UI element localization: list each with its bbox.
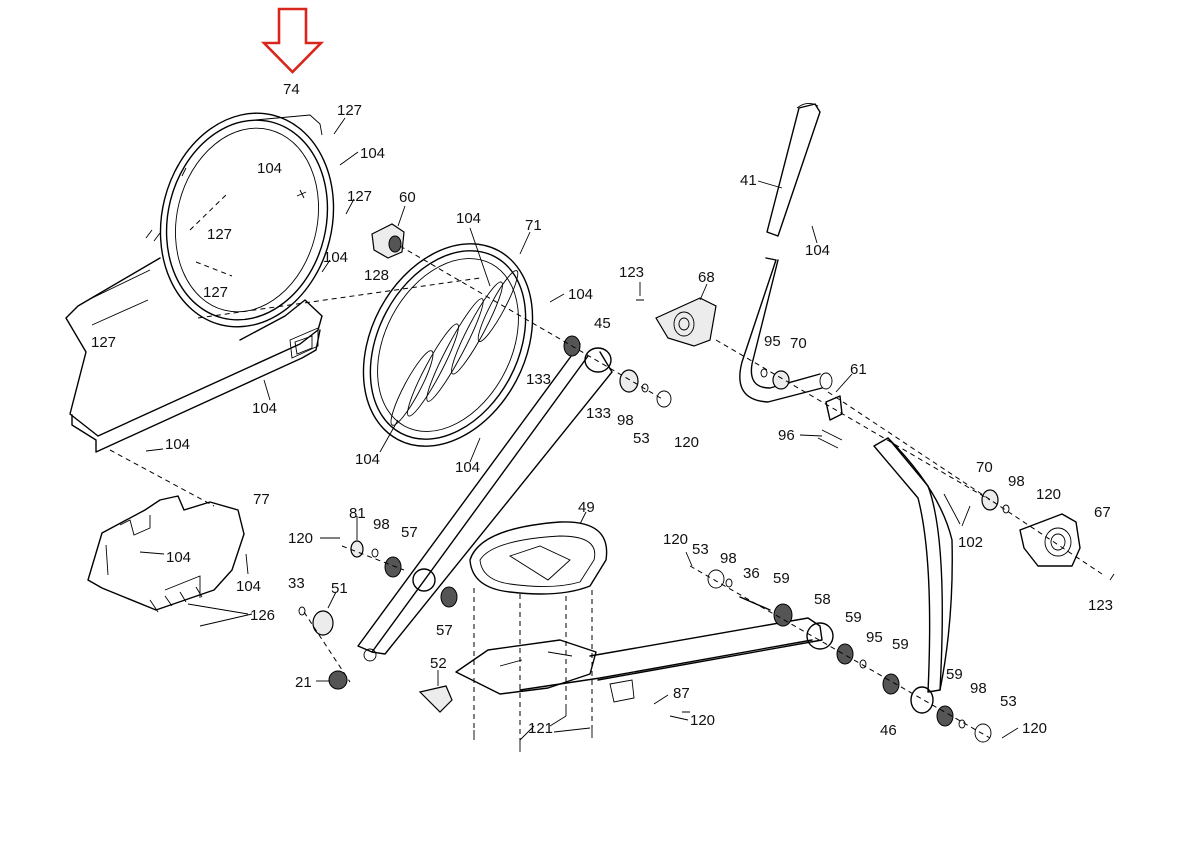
part-label: 53 bbox=[633, 430, 650, 447]
part-label: 98 bbox=[373, 516, 390, 533]
part-60-bracket bbox=[371, 223, 405, 259]
part-label: 133 bbox=[586, 405, 611, 422]
part-label: 70 bbox=[976, 459, 993, 476]
part-label: 98 bbox=[1008, 473, 1025, 490]
part-label: 59 bbox=[845, 609, 862, 626]
part-label: 98 bbox=[720, 550, 737, 567]
part-label: 95 bbox=[866, 629, 883, 646]
part-label: 123 bbox=[1088, 597, 1113, 614]
part-label: 81 bbox=[349, 505, 366, 522]
part-label: 67 bbox=[1094, 504, 1111, 521]
part-label: 104 bbox=[257, 160, 282, 177]
part-label: 98 bbox=[970, 680, 987, 697]
part-label: 104 bbox=[166, 549, 191, 566]
part-label: 51 bbox=[331, 580, 348, 597]
part-label: 96 bbox=[778, 427, 795, 444]
part-label: 127 bbox=[203, 284, 228, 301]
part-label: 77 bbox=[253, 491, 270, 508]
part-label: 53 bbox=[692, 541, 709, 558]
part-label: 95 bbox=[764, 333, 781, 350]
part-label: 58 bbox=[814, 591, 831, 608]
part-74-rear-shroud bbox=[65, 112, 335, 453]
part-49-pedal bbox=[469, 521, 608, 595]
part-label: 87 bbox=[673, 685, 690, 702]
part-label: 128 bbox=[364, 267, 389, 284]
part-label: 70 bbox=[790, 335, 807, 352]
part-label: 59 bbox=[946, 666, 963, 683]
part-label: 104 bbox=[323, 249, 348, 266]
part-label: 127 bbox=[347, 188, 372, 205]
part-label: 120 bbox=[1022, 720, 1047, 737]
part-label: 36 bbox=[743, 565, 760, 582]
part-45-arm bbox=[357, 343, 613, 662]
highlight-arrow-icon bbox=[260, 7, 325, 74]
leader-lines bbox=[139, 117, 1115, 741]
part-label: 71 bbox=[525, 217, 542, 234]
part-label: 45 bbox=[594, 315, 611, 332]
part-label: 59 bbox=[773, 570, 790, 587]
part-label: 68 bbox=[698, 269, 715, 286]
part-label: 57 bbox=[401, 524, 418, 541]
part-label: 104 bbox=[805, 242, 830, 259]
part-label: 104 bbox=[355, 451, 380, 468]
part-label: 57 bbox=[436, 622, 453, 639]
part-label: 123 bbox=[619, 264, 644, 281]
part-41-handlebar bbox=[766, 103, 821, 237]
part-label: 52 bbox=[430, 655, 447, 672]
part-67-cover bbox=[1019, 513, 1081, 567]
part-label: 120 bbox=[1036, 486, 1061, 503]
part-label: 74 bbox=[283, 81, 300, 98]
part-label: 133 bbox=[526, 371, 551, 388]
part-label: 104 bbox=[568, 286, 593, 303]
part-68-bracket bbox=[655, 297, 717, 347]
part-label: 104 bbox=[455, 459, 480, 476]
part-label: 127 bbox=[91, 334, 116, 351]
part-label: 102 bbox=[958, 534, 983, 551]
part-71-flywheel-cover bbox=[362, 243, 534, 447]
part-label: 120 bbox=[288, 530, 313, 547]
part-77-lower-cover bbox=[87, 495, 245, 613]
part-label: 120 bbox=[663, 531, 688, 548]
part-label: 127 bbox=[337, 102, 362, 119]
part-label: 104 bbox=[252, 400, 277, 417]
part-label: 49 bbox=[578, 499, 595, 516]
part-46-leg bbox=[873, 437, 953, 714]
part-label: 127 bbox=[207, 226, 232, 243]
part-number-labels: 74 127 104 104 127 60 127 104 127 127 12… bbox=[91, 81, 1113, 739]
part-label: 41 bbox=[740, 172, 757, 189]
part-label: 53 bbox=[1000, 693, 1017, 710]
part-label: 104 bbox=[360, 145, 385, 162]
part-label: 104 bbox=[236, 578, 261, 595]
part-label: 120 bbox=[690, 712, 715, 729]
part-label: 21 bbox=[295, 674, 312, 691]
part-label: 120 bbox=[674, 434, 699, 451]
part-label: 33 bbox=[288, 575, 305, 592]
part-label: 104 bbox=[456, 210, 481, 227]
part-label: 59 bbox=[892, 636, 909, 653]
alignment-lines bbox=[109, 194, 1103, 740]
part-label: 126 bbox=[250, 607, 275, 624]
part-label: 61 bbox=[850, 361, 867, 378]
part-label: 98 bbox=[617, 412, 634, 429]
part-label: 60 bbox=[399, 189, 416, 206]
part-label: 104 bbox=[165, 436, 190, 453]
part-label: 121 bbox=[528, 720, 553, 737]
part-label: 46 bbox=[880, 722, 897, 739]
part-58-pedal-arm bbox=[455, 617, 834, 703]
